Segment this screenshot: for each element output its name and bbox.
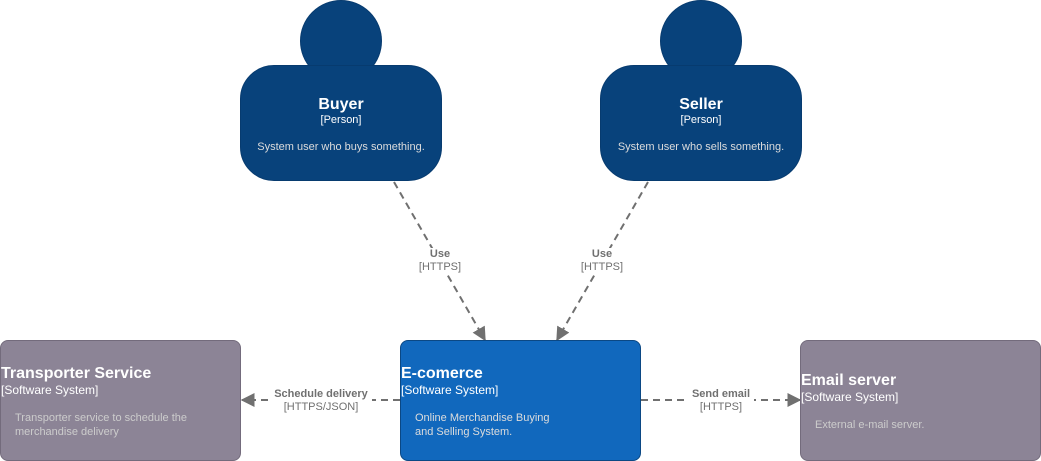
system-email-name: Email server [801, 372, 897, 389]
edge-label-seller-ecomerce: Use [HTTPS] [576, 248, 628, 274]
system-email[interactable]: Email server [Software System] External … [800, 340, 1041, 461]
person-buyer-name: Buyer [318, 96, 364, 113]
system-transporter-name: Transporter Service [1, 365, 152, 382]
person-seller-description: System user who sells something. [617, 141, 785, 153]
system-ecomerce-description-line-2: and Selling System. [415, 426, 513, 438]
edge-label-seller-ecomerce-tech: [HTTPS] [580, 261, 624, 273]
system-ecomerce-name: E-comerce [401, 365, 483, 382]
person-buyer-body: Buyer [Person] System user who buys some… [240, 65, 442, 181]
system-ecomerce-description-line-1: Online Merchandise Buying [415, 412, 550, 424]
person-buyer-kind: [Person] [320, 114, 362, 126]
system-email-description: External e-mail server. [815, 418, 1026, 432]
edge-label-ecomerce-transporter-text: Schedule delivery [274, 388, 368, 400]
edge-label-buyer-ecomerce-text: Use [429, 248, 451, 260]
system-transporter-description-line-1: Transporter service to schedule the [15, 412, 188, 424]
person-seller-name: Seller [679, 96, 723, 113]
system-email-kind: [Software System] [801, 390, 899, 404]
edge-seller-ecomerce[interactable] [556, 181, 649, 342]
person-seller-body: Seller [Person] System user who sells so… [600, 65, 802, 181]
person-buyer[interactable]: Buyer [Person] System user who buys some… [240, 0, 442, 182]
edge-label-ecomerce-transporter-tech: [HTTPS/JSON] [283, 401, 359, 413]
person-buyer-description: System user who buys something. [257, 141, 425, 153]
system-ecomerce[interactable]: E-comerce [Software System] Online Merch… [400, 340, 641, 461]
edge-buyer-ecomerce[interactable] [393, 181, 486, 342]
edge-label-buyer-ecomerce-tech: [HTTPS] [418, 261, 462, 273]
person-seller[interactable]: Seller [Person] System user who sells so… [600, 0, 802, 182]
edge-label-ecomerce-email-text: Send email [691, 388, 751, 400]
edge-label-ecomerce-email-tech: [HTTPS] [699, 401, 743, 413]
edge-label-ecomerce-email: Send email [HTTPS] [688, 388, 754, 414]
system-email-description-line-1: External e-mail server. [815, 419, 925, 431]
system-transporter-description: Transporter service to schedule the merc… [15, 411, 226, 439]
edge-label-seller-ecomerce-text: Use [591, 248, 613, 260]
person-seller-kind: [Person] [680, 114, 722, 126]
edge-label-buyer-ecomerce: Use [HTTPS] [414, 248, 466, 274]
system-transporter-description-line-2: merchandise delivery [15, 426, 119, 438]
edge-label-ecomerce-transporter: Schedule delivery [HTTPS/JSON] [270, 388, 372, 414]
system-transporter-kind: [Software System] [1, 383, 99, 397]
system-transporter[interactable]: Transporter Service [Software System] Tr… [0, 340, 241, 461]
system-ecomerce-kind: [Software System] [401, 383, 499, 397]
system-ecomerce-description: Online Merchandise Buying and Selling Sy… [415, 411, 626, 439]
